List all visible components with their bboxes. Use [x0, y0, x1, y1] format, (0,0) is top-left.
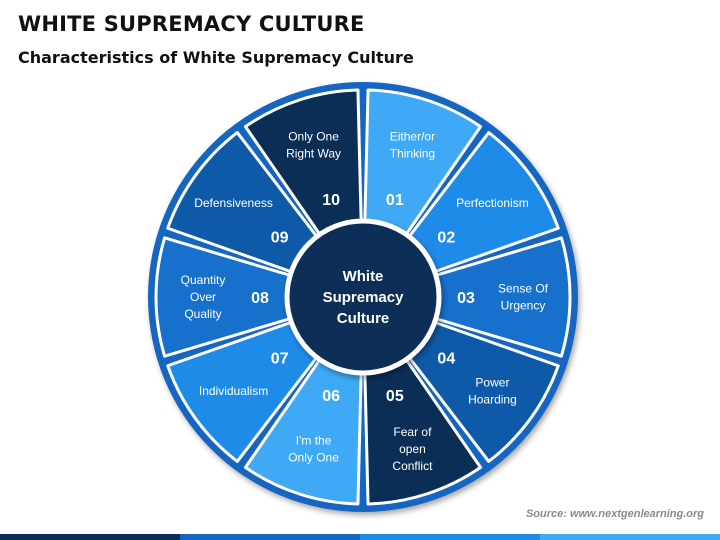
- segment-number: 06: [322, 388, 340, 405]
- source-credit: Source: www.nextgenlearning.org: [525, 508, 704, 520]
- footer-stripe: [0, 534, 180, 540]
- segment-label-line: Either/or: [390, 129, 435, 143]
- segment-label: Individualism: [199, 384, 268, 398]
- segment-number: 03: [457, 290, 475, 307]
- segment-label: Sense Of Urgency: [498, 282, 549, 313]
- center-label-line: White: [343, 268, 384, 285]
- segment-number: 01: [386, 192, 404, 209]
- segment-label-line: Defensiveness: [194, 196, 273, 210]
- center-label-line: Culture: [337, 310, 390, 327]
- footer-stripe: [180, 534, 360, 540]
- segment-number: 08: [251, 290, 269, 307]
- segment-label-line: Conflict: [392, 459, 433, 473]
- segment-label-line: Perfectionism: [456, 196, 529, 210]
- segment-number: 04: [437, 351, 455, 368]
- segment-label-line: Urgency: [501, 299, 546, 313]
- segment-label-line: Hoarding: [468, 393, 517, 407]
- segment-09: 09 Defensiveness: [166, 131, 322, 276]
- footer-stripe: [540, 534, 720, 540]
- segment-label-line: Right Way: [286, 146, 341, 160]
- page-title: WHITE SUPREMACY CULTURE: [18, 12, 365, 36]
- segment-label-line: Individualism: [199, 384, 268, 398]
- segment-label-line: Thinking: [390, 146, 435, 160]
- segment-number: 10: [322, 192, 340, 209]
- segment-02: 02 Perfectionism: [404, 131, 560, 276]
- segment-label: Defensiveness: [194, 196, 273, 210]
- segment-label-line: I'm the: [296, 434, 332, 448]
- segment-label-line: Quality: [184, 307, 221, 321]
- segment-number: 09: [271, 229, 289, 246]
- segment-label: Perfectionism: [456, 196, 529, 210]
- footer-color-bar: [0, 534, 720, 540]
- segment-number: 02: [437, 229, 455, 246]
- segment-label-line: open: [399, 442, 426, 456]
- segment-label-line: Power: [475, 376, 509, 390]
- segment-label-line: Only One: [288, 129, 339, 143]
- segment-label-line: Over: [190, 290, 216, 304]
- segment-number: 07: [271, 351, 289, 368]
- segment-label-line: Sense Of: [498, 282, 549, 296]
- segment-label-line: Quantity: [181, 273, 226, 287]
- footer-stripe: [360, 534, 540, 540]
- segment-number: 05: [386, 388, 404, 405]
- center-circle: [284, 218, 442, 376]
- segment-label-line: Only One: [288, 451, 339, 465]
- segment-label-line: Fear of: [393, 425, 432, 439]
- page-subtitle: Characteristics of White Supremacy Cultu…: [18, 48, 414, 67]
- center-label-line: Supremacy: [323, 289, 405, 306]
